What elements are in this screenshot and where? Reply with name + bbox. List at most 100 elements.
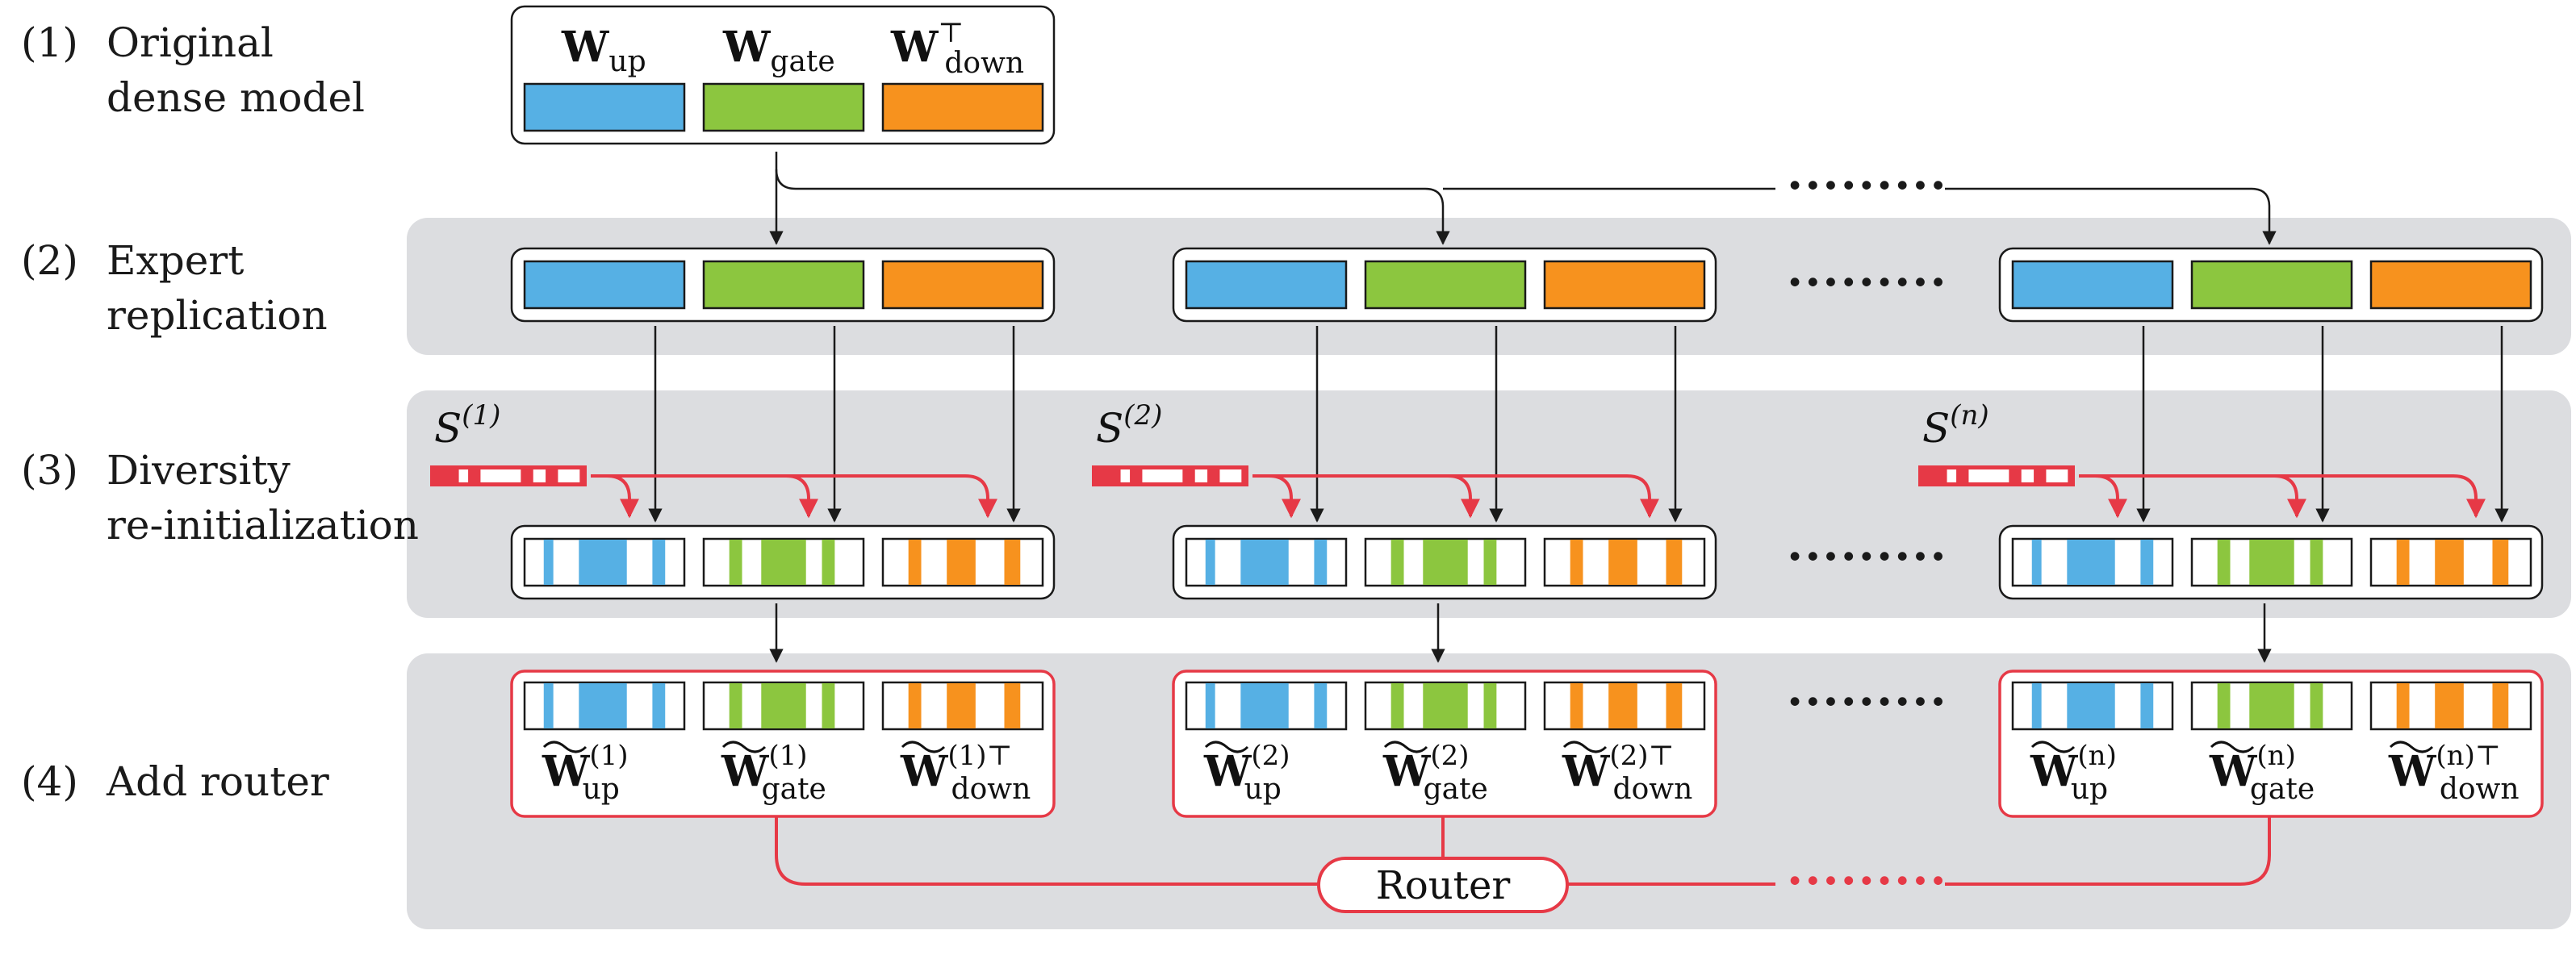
s-mask-gap: [533, 469, 546, 482]
expert-w-down-stripe: [1004, 683, 1021, 728]
expert-w-gate-stripe: [729, 683, 742, 728]
reinit-w-up-stripe: [2031, 540, 2042, 585]
expert-w-down-label: W(n)⊤down: [2388, 740, 2520, 806]
reinit-w-down-stripe: [2396, 540, 2410, 585]
s-mask-gap: [1120, 469, 1131, 482]
expert-w-down-stripe: [1608, 683, 1637, 728]
reinit-w-gate-stripe: [1423, 540, 1468, 585]
s-mask-gap: [458, 469, 469, 482]
dense-w-down-block: [881, 82, 1044, 132]
replica-w-down-block: [2369, 260, 2532, 310]
s-mask-label: S(1): [434, 399, 500, 452]
reinit-w-up-stripe: [2067, 540, 2115, 585]
tilde-mark: [2389, 741, 2434, 753]
replica-w-up-block: [1185, 260, 1348, 310]
reinit-w-down-stripe: [2435, 540, 2464, 585]
tilde-mark: [2030, 741, 2076, 753]
replica-w-gate-block: [702, 260, 865, 310]
s-mask-label: S(2): [1096, 399, 1162, 452]
step-2-line-1: Expert: [107, 237, 244, 284]
router-box: [1317, 857, 1569, 913]
s-mask-gap: [2046, 469, 2068, 482]
reinit-w-down-stripe: [1608, 540, 1637, 585]
step-labels: (1) Original dense model (2) Expert repl…: [21, 19, 419, 805]
step-1-line-2: dense model: [107, 74, 365, 121]
replica-w-up-block: [2011, 260, 2174, 310]
router-connections: [775, 816, 2271, 886]
tilde-mark: [542, 741, 588, 753]
dense-w-up-block: [523, 82, 686, 132]
expert-w-gate-stripe: [2217, 683, 2231, 728]
s-mask-label: S(n): [1922, 399, 1989, 452]
replica-w-down-block: [1543, 260, 1706, 310]
reinit-w-down-stripe: [947, 540, 976, 585]
expert-w-up-label: W(1)up: [542, 740, 629, 806]
s-mask-gap: [2021, 469, 2034, 482]
reinit-w-up-stripe: [543, 540, 554, 585]
ellipsis-router: ·········: [1787, 853, 1948, 908]
arrow-mask-to-down: [2079, 474, 2486, 519]
ellipsis-row-2: ·········: [1787, 255, 1948, 310]
step-2-line-2: replication: [107, 292, 328, 339]
reinit-w-down-stripe: [2492, 540, 2509, 585]
step-2-number: (2): [21, 237, 78, 284]
expert-w-down-stripe: [2492, 683, 2509, 728]
dense-model-block: Wup Wgate W⊤down: [510, 5, 1056, 145]
expert-w-down-stripe: [1666, 683, 1683, 728]
expert-w-gate-stripe: [2310, 683, 2323, 728]
expert-w-down-stripe: [947, 683, 976, 728]
replica-w-up-block: [523, 260, 686, 310]
reinit-w-gate-stripe: [1483, 540, 1497, 585]
expert-w-gate-stripe: [1483, 683, 1497, 728]
expert-column-3: S(n) W(n)up W(n)gate W(n)⊤down: [1918, 247, 2544, 818]
s-mask-gap: [1968, 469, 2009, 482]
s-mask-gap: [1194, 469, 1208, 482]
router-line-expert-n: [1945, 816, 2271, 886]
arrow-mask-to-down: [1252, 474, 1659, 519]
expert-w-down-stripe: [2396, 683, 2410, 728]
expert-w-down-stripe: [2435, 683, 2464, 728]
s-mask-gap: [1142, 469, 1183, 482]
replica-w-down-block: [881, 260, 1044, 310]
dense-w-gate-label: Wgate: [722, 23, 835, 78]
step-1-number: (1): [21, 19, 78, 66]
reinit-w-up-stripe: [1240, 540, 1289, 585]
dense-w-up-label: Wup: [561, 23, 646, 78]
s-mask-gap: [480, 469, 521, 482]
expert-w-up-stripe: [2031, 683, 2042, 728]
expert-w-gate-label: W(n)gate: [2209, 740, 2315, 806]
step-1-line-1: Original: [107, 19, 274, 66]
reinit-w-down-stripe: [1570, 540, 1583, 585]
expert-w-up-stripe: [1314, 683, 1328, 728]
reinit-w-gate-stripe: [1390, 540, 1404, 585]
expert-w-gate-label: W(2)gate: [1382, 740, 1488, 806]
dense-w-down-label: W⊤down: [890, 17, 1024, 80]
expert-w-up-stripe: [652, 683, 666, 728]
expert-w-up-label: W(n)up: [2030, 740, 2117, 806]
expert-w-up-label: W(2)up: [1203, 740, 1290, 806]
reinit-w-down-stripe: [1004, 540, 1021, 585]
reinit-w-gate-stripe: [729, 540, 742, 585]
s-mask-gap: [1947, 469, 1957, 482]
reinit-w-gate-stripe: [2217, 540, 2231, 585]
reinit-w-up-stripe: [2140, 540, 2154, 585]
reinit-w-gate-stripe: [761, 540, 806, 585]
reinit-w-down-stripe: [908, 540, 922, 585]
step-3-line-2: re-initialization: [107, 502, 419, 549]
arrow-mask-to-down: [591, 474, 997, 519]
tilde-mark: [2210, 741, 2255, 753]
reinit-w-down-stripe: [1666, 540, 1683, 585]
step-3-line-1: Diversity: [107, 447, 291, 494]
expert-w-up-stripe: [2140, 683, 2154, 728]
reinit-w-gate-stripe: [822, 540, 835, 585]
router-line-expert-1: [775, 816, 1319, 886]
expert-w-gate-stripe: [1423, 683, 1468, 728]
reinit-w-up-stripe: [1205, 540, 1215, 585]
step-3-number: (3): [21, 447, 78, 494]
tilde-mark: [721, 741, 767, 753]
replica-w-gate-block: [2190, 260, 2353, 310]
